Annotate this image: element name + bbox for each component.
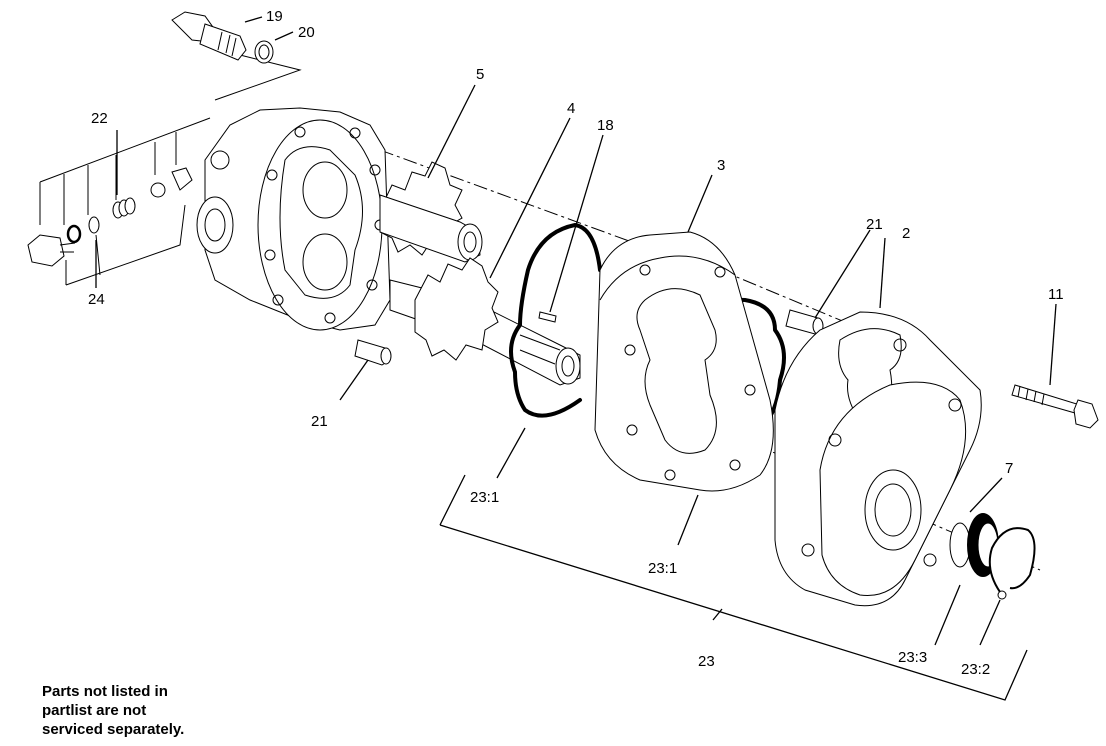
- callout-23-2: 23:2: [961, 661, 990, 678]
- key-18: [538, 311, 557, 323]
- callout-4: 4: [567, 100, 575, 117]
- callout-20: 20: [298, 24, 315, 41]
- callout-labels: 19 20 5 4 18 3 22 24 21 21 2 11 7 23:1 2…: [88, 8, 1064, 678]
- callout-19: 19: [266, 8, 283, 25]
- callout-21-upper: 21: [866, 216, 883, 233]
- washer-20: [254, 40, 274, 64]
- callout-23-3: 23:3: [898, 649, 927, 666]
- relief-valve-parts: [27, 117, 211, 286]
- rear-housing: [196, 107, 391, 331]
- callout-23-1-left: 23:1: [470, 489, 499, 506]
- callout-22: 22: [91, 110, 108, 127]
- service-note: Parts not listed in partlist are not ser…: [42, 682, 262, 739]
- gear-housing-3: [594, 231, 774, 492]
- callout-21-lower: 21: [311, 413, 328, 430]
- callout-2: 2: [902, 225, 910, 242]
- gear-4: [389, 257, 581, 386]
- callout-3: 3: [717, 157, 725, 174]
- gear-5: [379, 161, 483, 263]
- dowel-pin-lower: [354, 339, 392, 366]
- service-note-line-2: partlist are not: [42, 702, 147, 719]
- callout-7: 7: [1005, 460, 1013, 477]
- callout-5: 5: [476, 66, 484, 83]
- leader-lines: [95, 16, 1057, 646]
- callout-23-1-right: 23:1: [648, 560, 677, 577]
- callout-24: 24: [88, 291, 105, 308]
- bolt-11: [1011, 384, 1099, 429]
- service-note-line-1: Parts not listed in: [42, 683, 168, 700]
- gasket-left: [509, 223, 602, 418]
- service-note-line-3: serviced separately.: [42, 721, 185, 738]
- front-housing-2: [774, 311, 982, 607]
- dowel-pin-upper: [785, 309, 824, 335]
- callout-18: 18: [597, 117, 614, 134]
- assembly-bracket-23: [439, 474, 1028, 701]
- callout-23: 23: [698, 653, 715, 670]
- retaining-ring: [988, 527, 1036, 600]
- callout-11: 11: [1048, 286, 1064, 303]
- fitting-19: [171, 11, 247, 61]
